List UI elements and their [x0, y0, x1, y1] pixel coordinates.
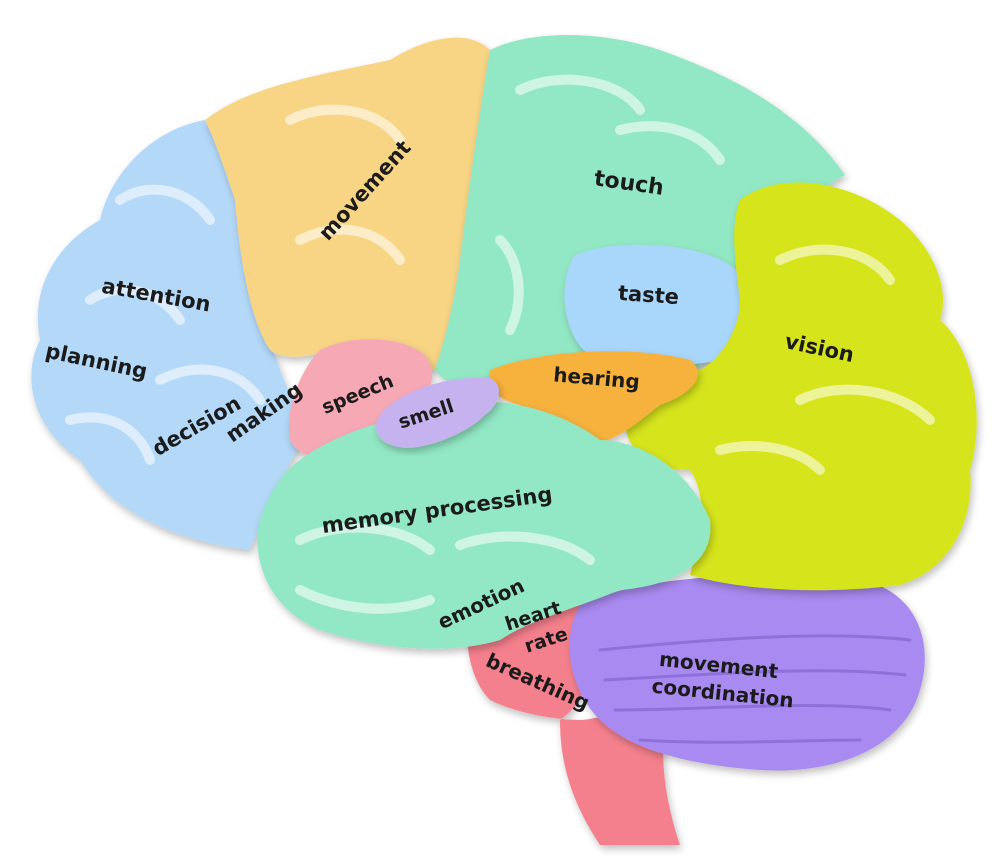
- motor-region: [205, 37, 490, 370]
- cerebellum-folds: [598, 634, 912, 744]
- gustatory-region: [564, 244, 752, 365]
- olfactory-region: [376, 377, 500, 448]
- parietal-region: [435, 35, 845, 385]
- temporal-region: [257, 401, 711, 649]
- label-taste: taste: [617, 281, 680, 309]
- broca-region: [289, 339, 433, 460]
- cerebellum-region: [569, 575, 925, 771]
- cortex-folds: [65, 74, 935, 614]
- frontal-region: [31, 120, 311, 550]
- brainstem-region: [466, 593, 680, 845]
